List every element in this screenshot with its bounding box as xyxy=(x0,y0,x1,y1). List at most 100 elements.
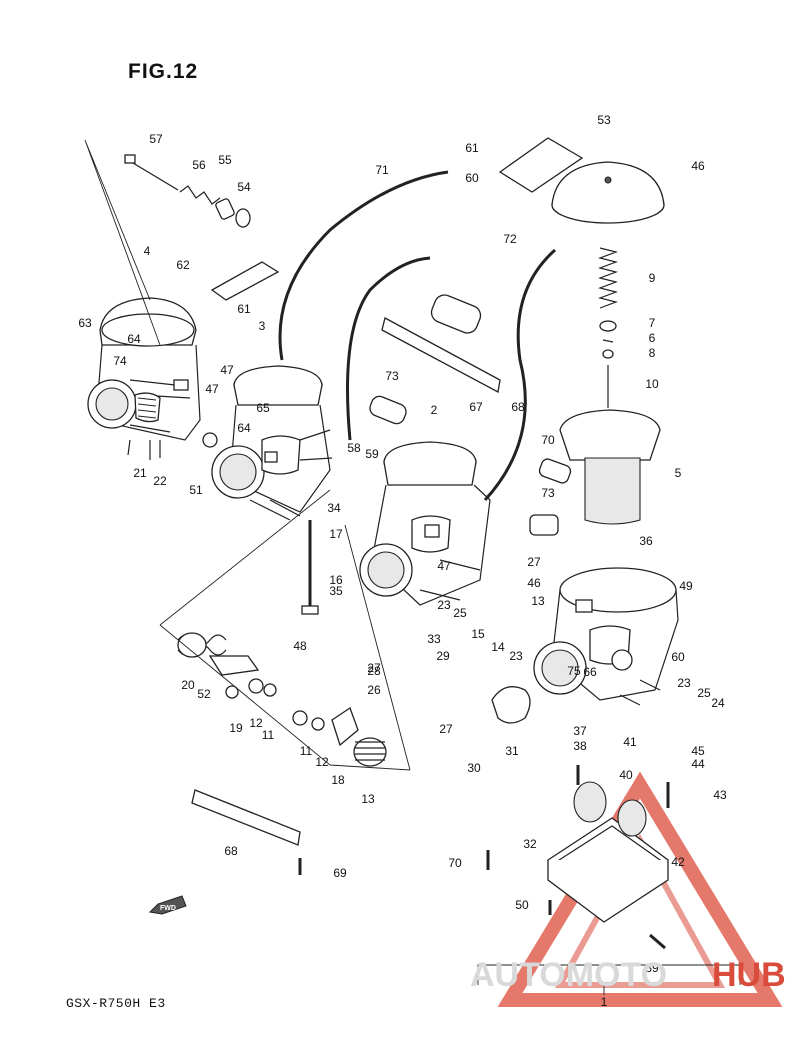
fitting-71 xyxy=(529,514,559,536)
callout-6: 6 xyxy=(649,331,656,345)
fitting-69 xyxy=(538,458,572,484)
callout-53: 53 xyxy=(597,113,611,127)
watermark-hub: HUB xyxy=(712,956,786,994)
callout-41: 41 xyxy=(623,735,637,749)
callout-59: 59 xyxy=(365,447,379,461)
callout-9: 9 xyxy=(649,271,656,285)
callout-61: 61 xyxy=(465,141,479,155)
callout-24: 24 xyxy=(711,696,725,710)
callout-75: 75 xyxy=(567,664,581,678)
callout-numbers: 1234567891011111212131314151617181920212… xyxy=(78,113,727,1009)
callout-36: 36 xyxy=(639,534,653,548)
callout-29: 29 xyxy=(436,649,450,663)
callout-15: 15 xyxy=(471,627,485,641)
callout-65: 65 xyxy=(256,401,270,415)
callout-21: 21 xyxy=(133,466,147,480)
callout-17: 17 xyxy=(329,527,343,541)
piston-5 xyxy=(559,409,661,525)
callout-55: 55 xyxy=(218,153,232,167)
hose-70-right xyxy=(483,248,556,502)
callout-3: 3 xyxy=(259,319,266,333)
callout-45: 45 xyxy=(691,744,705,758)
callout-12: 12 xyxy=(315,755,329,769)
callout-71: 71 xyxy=(375,163,389,177)
callout-44: 44 xyxy=(691,757,705,771)
callout-48: 48 xyxy=(293,639,307,653)
callout-23: 23 xyxy=(677,676,691,690)
callout-38: 38 xyxy=(573,739,587,753)
callout-68: 68 xyxy=(224,844,238,858)
callout-64: 64 xyxy=(127,332,141,346)
callout-1: 1 xyxy=(601,995,608,1009)
callout-27: 27 xyxy=(527,555,541,569)
adjuster-56-53 xyxy=(124,154,251,228)
callout-18: 18 xyxy=(331,773,345,787)
callout-19: 19 xyxy=(229,721,243,735)
callout-27: 27 xyxy=(367,661,381,675)
callout-57: 57 xyxy=(149,132,163,146)
callout-60: 60 xyxy=(671,650,685,664)
figure-title: FIG.12 xyxy=(128,60,199,83)
fwd-label: FWD xyxy=(160,905,176,912)
callout-73: 73 xyxy=(541,486,555,500)
callout-42: 42 xyxy=(671,855,685,869)
plate-67 xyxy=(191,789,301,846)
screws-right xyxy=(298,765,670,950)
callout-35: 35 xyxy=(329,584,343,598)
callout-47: 47 xyxy=(437,559,451,573)
callout-70: 70 xyxy=(448,856,462,870)
callout-52: 52 xyxy=(197,687,211,701)
callout-74: 74 xyxy=(113,354,127,368)
callout-25: 25 xyxy=(697,686,711,700)
callout-30: 30 xyxy=(467,761,481,775)
top-cap-52 xyxy=(551,161,665,224)
callout-7: 7 xyxy=(649,316,656,330)
carburetor-3 xyxy=(202,365,333,521)
spring-13 xyxy=(353,737,387,767)
spring-20 xyxy=(177,632,227,658)
carburetor-2 xyxy=(359,441,491,606)
callout-37: 37 xyxy=(573,724,587,738)
hose-70-left xyxy=(278,170,449,361)
callout-2: 2 xyxy=(431,403,438,417)
linkage-lines xyxy=(84,139,411,771)
callout-25: 25 xyxy=(453,606,467,620)
callout-54: 54 xyxy=(237,180,251,194)
callout-34: 34 xyxy=(327,501,341,515)
callout-64: 64 xyxy=(237,421,251,435)
lever-18 xyxy=(331,707,359,747)
plate-65 xyxy=(381,317,501,394)
callout-16: 16 xyxy=(329,573,343,587)
float-bowl-31 xyxy=(546,817,670,923)
assembly-bracket xyxy=(477,964,741,995)
callout-69: 69 xyxy=(333,866,347,880)
callout-10: 10 xyxy=(645,377,659,391)
callout-67: 67 xyxy=(469,400,483,414)
callout-51: 51 xyxy=(189,483,203,497)
model-code: GSX-R750H E3 xyxy=(66,996,166,1011)
callout-26: 26 xyxy=(367,683,381,697)
callout-47: 47 xyxy=(205,382,219,396)
callout-73: 73 xyxy=(385,369,399,383)
callout-22: 22 xyxy=(153,474,167,488)
fitting-72 xyxy=(369,395,407,425)
callout-56: 56 xyxy=(192,158,206,172)
callout-13: 13 xyxy=(361,792,375,806)
callout-46: 46 xyxy=(527,576,541,590)
callout-39: 39 xyxy=(645,961,659,975)
callout-12: 12 xyxy=(249,716,263,730)
spring-9 xyxy=(597,247,619,309)
callout-72: 72 xyxy=(503,232,517,246)
callout-50: 50 xyxy=(515,898,529,912)
callout-58: 58 xyxy=(347,441,361,455)
float-39 xyxy=(573,781,647,837)
callout-27: 27 xyxy=(439,722,453,736)
callout-49: 49 xyxy=(679,579,693,593)
callout-31: 31 xyxy=(505,744,519,758)
callout-47: 47 xyxy=(220,363,234,377)
callout-23: 23 xyxy=(437,598,451,612)
callout-61: 61 xyxy=(237,302,251,316)
callout-63: 63 xyxy=(78,316,92,330)
